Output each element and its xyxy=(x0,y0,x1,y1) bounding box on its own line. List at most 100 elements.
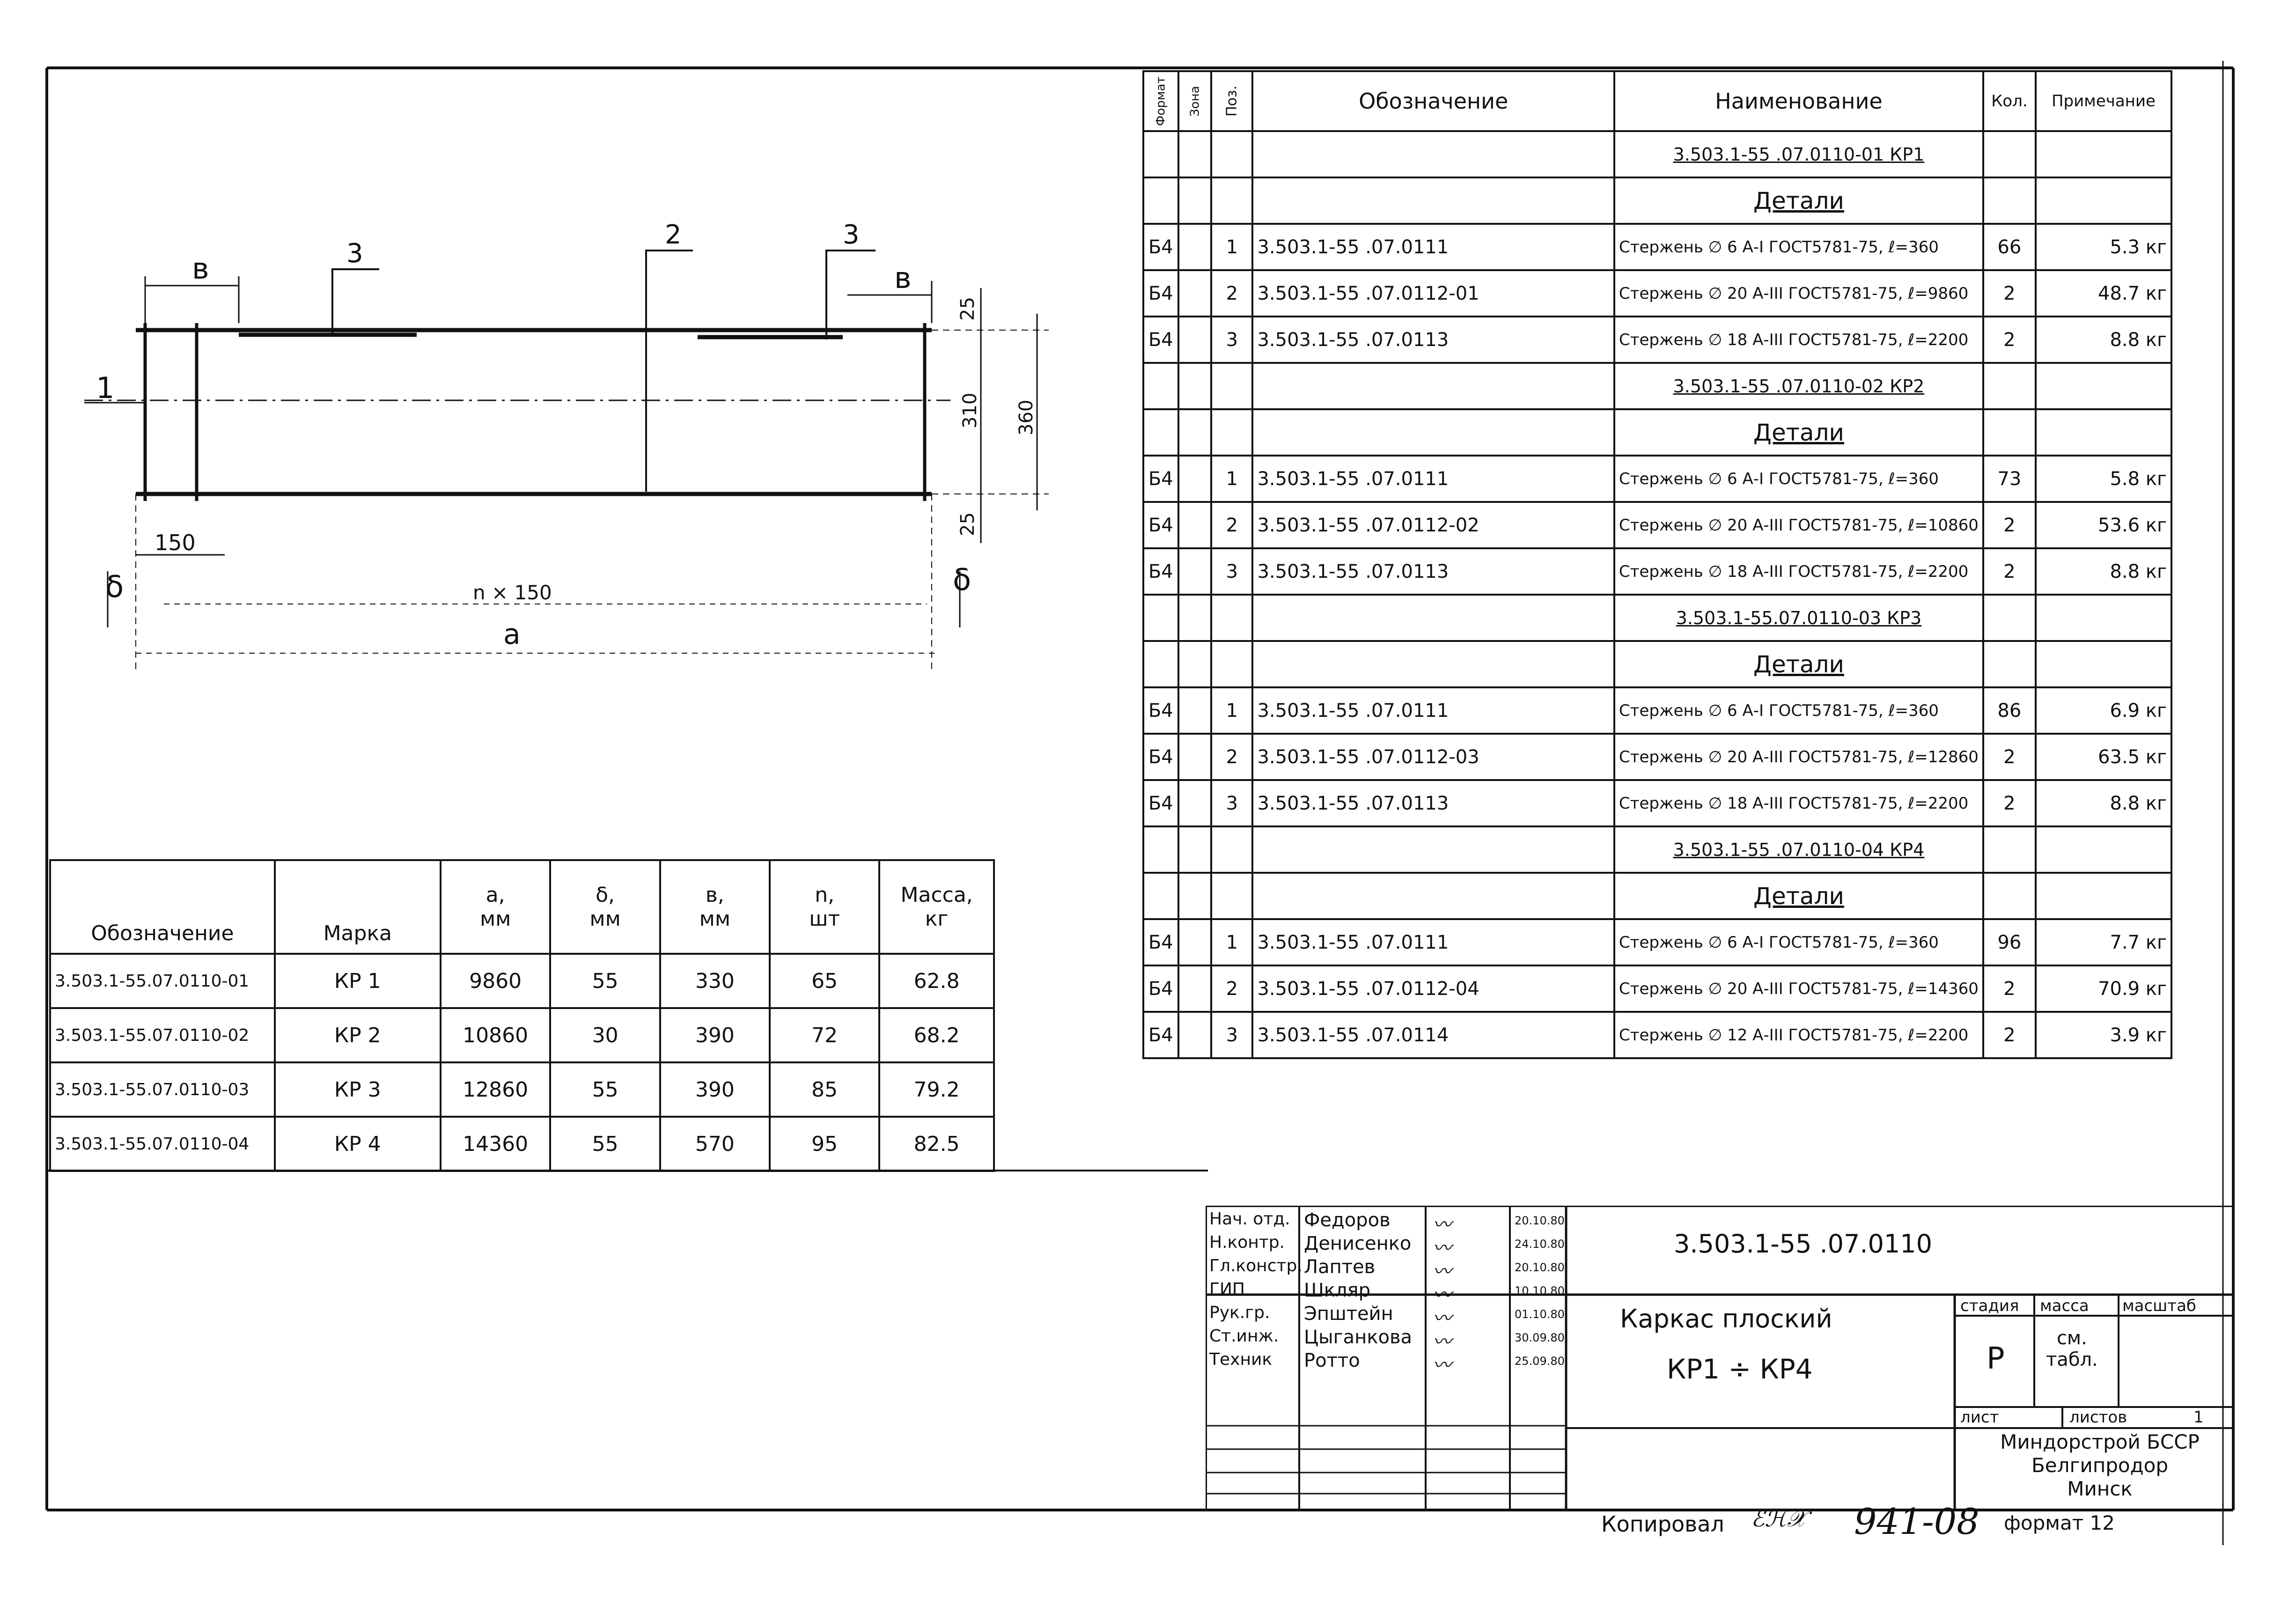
label-d25-top: 25 xyxy=(957,297,979,321)
spec-cell-note: 6.9 кг xyxy=(2034,686,2173,735)
spec-cell-fmt xyxy=(1142,177,1179,225)
label-delta-right: δ xyxy=(953,563,971,597)
params-cell: 9860 xyxy=(439,953,552,1009)
spec-cell-note: 8.8 кг xyxy=(2034,316,2173,364)
spec-cell-fmt: Б4 xyxy=(1142,918,1179,966)
staff-signature: 〰 xyxy=(1433,1331,1451,1353)
spec-cell-des xyxy=(1251,130,1615,178)
spec-cell-zone xyxy=(1177,362,1213,410)
spec-cell-qty: 2 xyxy=(1982,501,2037,549)
spec-cell-name: Стержень ∅ 18 А-III ГОСТ5781-75, ℓ=2200 xyxy=(1613,547,1984,596)
spec-cell-zone xyxy=(1177,1011,1213,1059)
staff-name: Цыганкова xyxy=(1304,1326,1413,1348)
params-cell: КР 3 xyxy=(273,1061,442,1118)
spec-cell-pos: 1 xyxy=(1210,918,1254,966)
spec-group-row: Детали xyxy=(1142,177,2173,225)
label-d310: 310 xyxy=(959,393,981,428)
spec-cell-name: Детали xyxy=(1613,640,1984,688)
spec-cell-pos: 3 xyxy=(1210,547,1254,596)
spec-cell-qty xyxy=(1982,825,2037,874)
spec-cell-fmt: Б4 xyxy=(1142,547,1179,596)
spec-cell-note xyxy=(2034,825,2173,874)
spec-cell-name: Детали xyxy=(1613,872,1984,920)
spec-cell-pos xyxy=(1210,640,1254,688)
staff-signature: 〰 xyxy=(1433,1355,1451,1376)
spec-cell-note: 70.9 кг xyxy=(2034,965,2173,1013)
spec-cell-name: Стержень ∅ 6 А-I ГОСТ5781-75, ℓ=360 xyxy=(1613,223,1984,271)
params-cell: 330 xyxy=(659,953,771,1009)
sheet-label: лист xyxy=(1960,1408,1999,1427)
params-cell: КР 2 xyxy=(273,1007,442,1063)
spec-cell-zone xyxy=(1177,501,1213,549)
params-cell: КР 4 xyxy=(273,1116,442,1172)
spec-cell-fmt: Б4 xyxy=(1142,1011,1179,1059)
spec-cell-name: 3.503.1-55 .07.0110-04 КР4 xyxy=(1613,825,1984,874)
mass-value: см. табл. xyxy=(2046,1327,2098,1370)
spec-cell-pos: 3 xyxy=(1210,1011,1254,1059)
spec-cell-fmt: Б4 xyxy=(1142,965,1179,1013)
stage-value: Р xyxy=(1987,1341,2005,1376)
label-b-left: в xyxy=(192,251,209,286)
spec-cell-qty: 96 xyxy=(1982,918,2037,966)
spec-cell-zone xyxy=(1177,223,1213,271)
spec-cell-qty: 86 xyxy=(1982,686,2037,735)
spec-cell-zone xyxy=(1177,316,1213,364)
title-line1: Каркас плоский xyxy=(1620,1304,1832,1333)
staff-signature: 〰 xyxy=(1433,1238,1451,1259)
spec-header-note: Примечание xyxy=(2034,70,2173,132)
spec-cell-note xyxy=(2034,594,2173,642)
mass-label: масса xyxy=(2040,1297,2089,1315)
spec-cell-name: Стержень ∅ 18 А-III ГОСТ5781-75, ℓ=2200 xyxy=(1613,779,1984,827)
spec-cell-des: 3.503.1-55 .07.0113 xyxy=(1251,779,1615,827)
specification-table: Формат Зона Поз. Обозначение Наименовани… xyxy=(1142,70,2173,1059)
spec-cell-name: 3.503.1-55 .07.0110-01 КР1 xyxy=(1613,130,1984,178)
spec-cell-pos xyxy=(1210,872,1254,920)
staff-name: Шкляр xyxy=(1304,1280,1370,1301)
params-cell: 570 xyxy=(659,1116,771,1172)
spec-cell-name: Стержень ∅ 20 А-III ГОСТ5781-75, ℓ=14360 xyxy=(1613,965,1984,1013)
spec-cell-name: Детали xyxy=(1613,177,1984,225)
spec-header-zone: Зона xyxy=(1178,71,1212,131)
label-d360: 360 xyxy=(1016,400,1037,435)
params-cell: 79.2 xyxy=(878,1061,995,1118)
spec-cell-pos: 2 xyxy=(1210,501,1254,549)
spec-cell-note: 53.6 кг xyxy=(2034,501,2173,549)
spec-cell-qty xyxy=(1982,177,2037,225)
spec-cell-des xyxy=(1251,872,1615,920)
spec-cell-fmt: Б4 xyxy=(1142,779,1179,827)
spec-cell-des xyxy=(1251,640,1615,688)
spec-cell-note xyxy=(2034,177,2173,225)
spec-cell-pos: 2 xyxy=(1210,965,1254,1013)
spec-cell-zone xyxy=(1177,177,1213,225)
spec-cell-name: Стержень ∅ 20 А-III ГОСТ5781-75, ℓ=9860 xyxy=(1613,269,1984,317)
params-cell: 68.2 xyxy=(878,1007,995,1063)
copier-signature: ℰℋ𝒳 xyxy=(1751,1506,1806,1532)
spec-cell-qty: 2 xyxy=(1982,965,2037,1013)
params-header-2: а, мм xyxy=(439,859,552,955)
spec-cell-zone xyxy=(1177,779,1213,827)
staff-role: Нач. отд. xyxy=(1209,1209,1290,1229)
title-line2: КР1 ÷ КР4 xyxy=(1667,1353,1813,1385)
params-cell: 30 xyxy=(549,1007,661,1063)
params-cell: 55 xyxy=(549,1061,661,1118)
params-cell: 72 xyxy=(769,1007,881,1063)
params-cell: 95 xyxy=(769,1116,881,1172)
spec-cell-fmt: Б4 xyxy=(1142,501,1179,549)
params-cell: 82.5 xyxy=(878,1116,995,1172)
spec-cell-qty: 2 xyxy=(1982,547,2037,596)
params-cell: 3.503.1-55.07.0110-02 xyxy=(49,1007,276,1063)
staff-role: Рук.гр. xyxy=(1209,1303,1270,1322)
spec-cell-zone xyxy=(1177,965,1213,1013)
staff-role: Ст.инж. xyxy=(1209,1326,1279,1346)
spec-cell-zone xyxy=(1177,918,1213,966)
params-cell: 3.503.1-55.07.0110-03 xyxy=(49,1061,276,1118)
spec-group-row: 3.503.1-55 .07.0110-04 КР4 xyxy=(1142,825,2173,874)
spec-cell-fmt xyxy=(1142,408,1179,457)
staff-date: 30.09.80 xyxy=(1515,1331,1565,1344)
spec-cell-pos: 3 xyxy=(1210,316,1254,364)
